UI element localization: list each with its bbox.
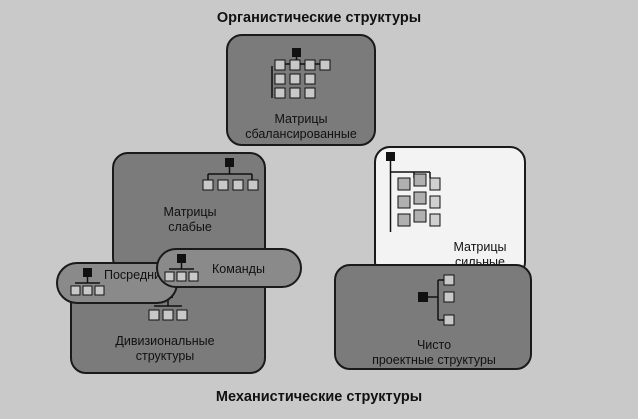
org-chart-icon bbox=[202, 158, 259, 191]
org-chart-icon bbox=[418, 274, 455, 326]
label-balanced-matrix: Матрицы сбалансированные bbox=[245, 112, 357, 141]
org-chart-icon bbox=[271, 48, 331, 99]
heading-mechanistic: Механистические структуры bbox=[215, 389, 423, 405]
box-strong-matrix bbox=[374, 146, 526, 278]
org-chart-icon bbox=[164, 254, 199, 282]
label-mediator: Посредник bbox=[104, 268, 167, 282]
org-chart-icon bbox=[70, 268, 105, 296]
org-chart-icon bbox=[386, 152, 441, 232]
label-teams: Команды bbox=[212, 262, 265, 276]
label-weak-matrix: Матрицы слабые bbox=[163, 205, 217, 234]
label-project: Чисто проектные структуры bbox=[372, 338, 496, 367]
box-project bbox=[334, 264, 532, 370]
label-divisional: Дивизиональные структуры bbox=[115, 334, 215, 363]
heading-organic: Органистические структуры bbox=[216, 10, 422, 26]
